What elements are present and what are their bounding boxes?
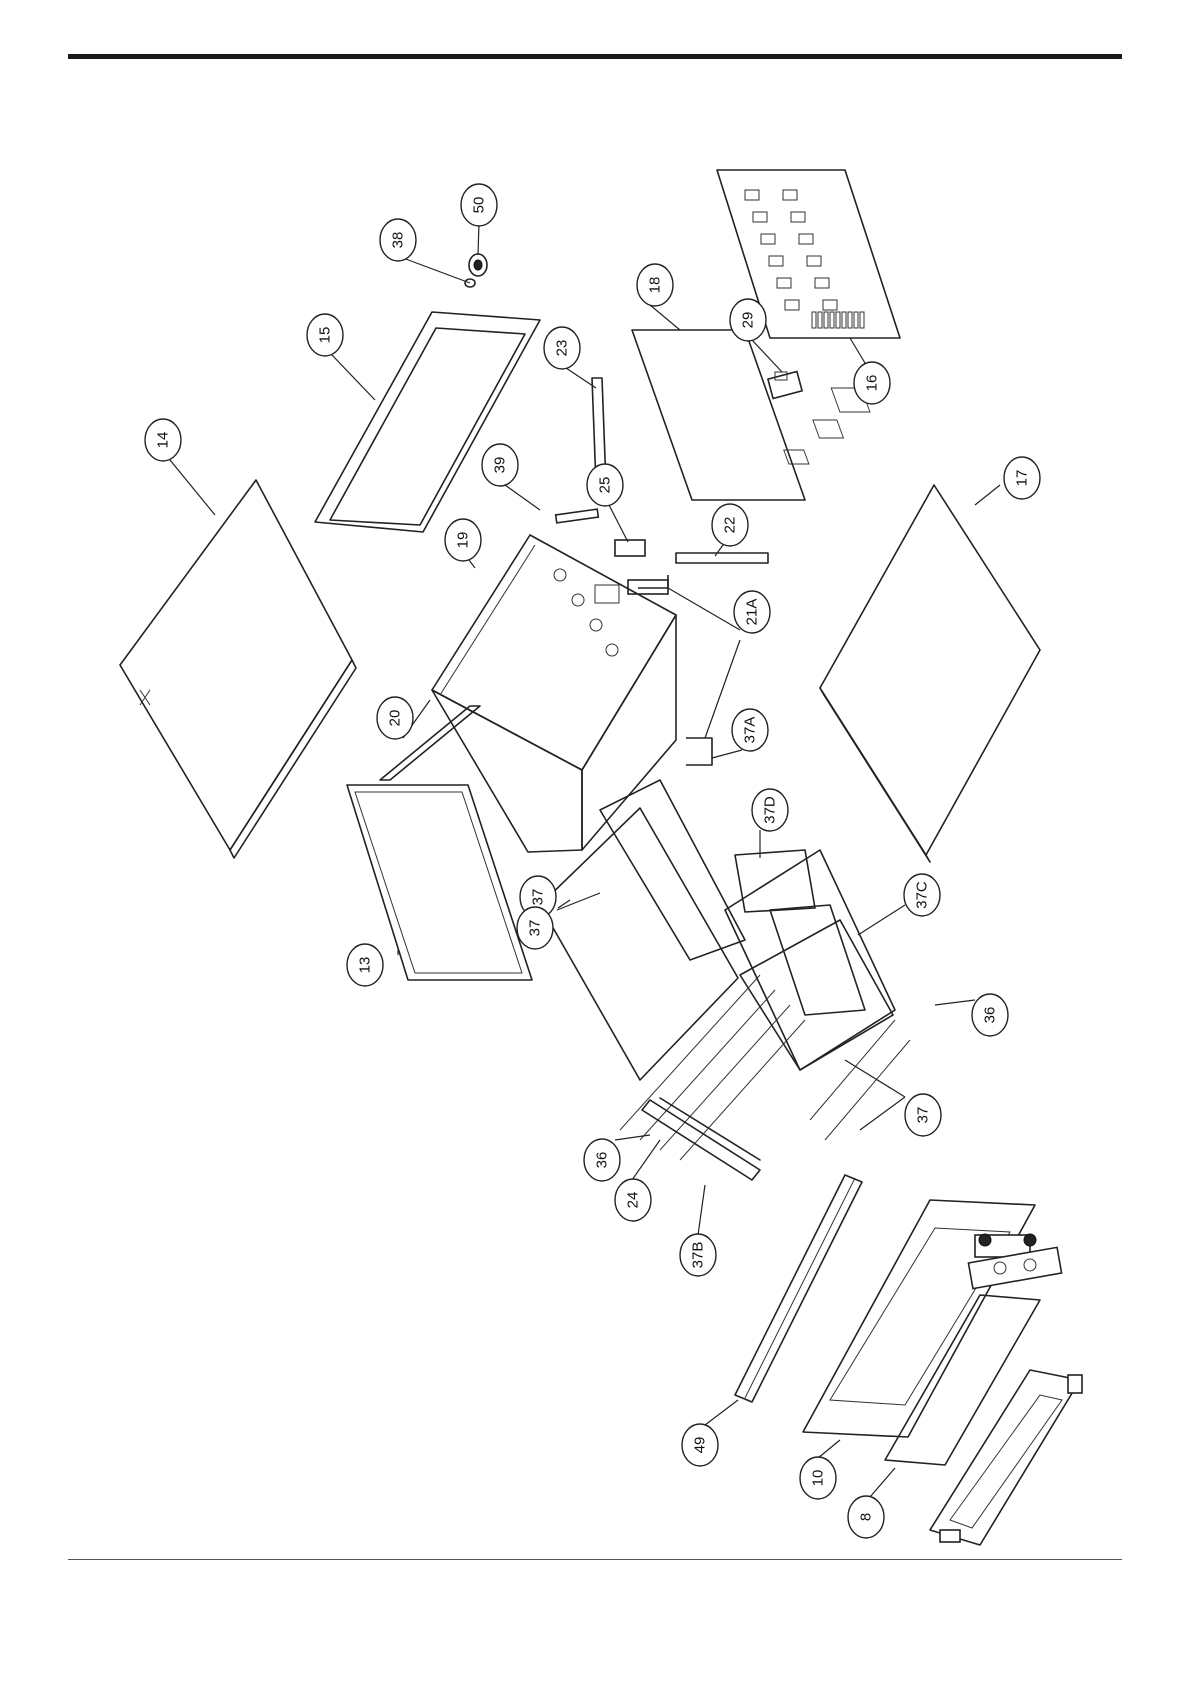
callout-22: 22 bbox=[712, 504, 748, 546]
callout-label: 37 bbox=[915, 1107, 932, 1124]
vent-slot bbox=[753, 212, 767, 222]
callout-17: 17 bbox=[1004, 457, 1040, 499]
vent-slot bbox=[785, 300, 799, 310]
part-37D-plate bbox=[735, 850, 815, 912]
vent-slot bbox=[824, 312, 828, 328]
part-37-heater-assembly bbox=[540, 780, 910, 1160]
callout-label: 14 bbox=[155, 432, 172, 449]
callout-label: 37 bbox=[527, 920, 544, 937]
vent-slot bbox=[777, 278, 791, 288]
vent-slot bbox=[860, 312, 864, 328]
callout-10: 10 bbox=[800, 1457, 836, 1499]
callout-37A: 37A bbox=[732, 709, 768, 751]
callout-label: 37 bbox=[530, 889, 547, 906]
callout-label: 16 bbox=[864, 375, 881, 392]
callout-39: 39 bbox=[482, 444, 518, 486]
vent-slot bbox=[836, 312, 840, 328]
callout-24: 24 bbox=[615, 1179, 651, 1221]
part-15-frame bbox=[315, 312, 540, 532]
vent-slot bbox=[799, 234, 813, 244]
vent-slot bbox=[818, 312, 822, 328]
callout-label: 19 bbox=[455, 532, 472, 549]
callout-label: 8 bbox=[858, 1513, 875, 1521]
vent-slot bbox=[823, 300, 837, 310]
callout-label: 21A bbox=[744, 599, 761, 626]
callout-label: 25 bbox=[597, 477, 614, 494]
vent-slot bbox=[769, 256, 783, 266]
callout-label: 37D bbox=[762, 796, 779, 824]
callout-8: 8 bbox=[848, 1496, 884, 1538]
callout-label: 29 bbox=[740, 312, 757, 329]
part-22-rail bbox=[676, 553, 768, 563]
vent-slot bbox=[854, 312, 858, 328]
callout-18: 18 bbox=[637, 264, 673, 306]
callout-label: 23 bbox=[554, 340, 571, 357]
callout-label: 49 bbox=[692, 1437, 709, 1454]
callout-37: 37 bbox=[905, 1094, 941, 1136]
callout-38: 38 bbox=[380, 219, 416, 261]
part-21A-brackets bbox=[638, 575, 712, 765]
part-8-door bbox=[885, 1295, 1082, 1545]
vent-slot bbox=[830, 312, 834, 328]
callout-16: 16 bbox=[854, 362, 890, 404]
callout-label: 50 bbox=[471, 197, 488, 214]
callout-29: 29 bbox=[730, 299, 766, 341]
part-37B-channel bbox=[642, 1098, 760, 1180]
callout-label: 36 bbox=[982, 1007, 999, 1024]
callout-23: 23 bbox=[544, 327, 580, 369]
callout-label: 38 bbox=[390, 232, 407, 249]
vent-slot bbox=[848, 312, 852, 328]
callout-37B: 37B bbox=[680, 1234, 716, 1276]
callout-21A: 21A bbox=[734, 591, 770, 633]
part-39-terminal-strip bbox=[556, 509, 599, 523]
callout-label: 17 bbox=[1014, 470, 1031, 487]
part-17-bottom-panel bbox=[820, 485, 1040, 862]
callout-36: 36 bbox=[584, 1139, 620, 1181]
callout-15: 15 bbox=[307, 314, 343, 356]
part-10-frame bbox=[803, 1200, 1062, 1437]
callout-50: 50 bbox=[461, 184, 497, 226]
callout-label: 20 bbox=[387, 710, 404, 727]
leader-lines bbox=[170, 222, 1000, 1497]
vent-slot bbox=[791, 212, 805, 222]
callout-13: 13 bbox=[347, 944, 383, 986]
vent-slot bbox=[807, 256, 821, 266]
callout-label: 37B bbox=[690, 1242, 707, 1269]
callout-label: 10 bbox=[810, 1470, 827, 1487]
callout-label: 15 bbox=[317, 327, 334, 344]
vent-slot bbox=[761, 234, 775, 244]
part-37C-plate bbox=[770, 905, 865, 1015]
callout-label: 37C bbox=[914, 881, 931, 909]
callout-25: 25 bbox=[587, 464, 623, 506]
callout-36: 36 bbox=[972, 994, 1008, 1036]
callout-37: 37 bbox=[517, 907, 553, 949]
vent-slot bbox=[812, 312, 816, 328]
vent-slot bbox=[783, 190, 797, 200]
vent-slot bbox=[842, 312, 846, 328]
callout-14: 14 bbox=[145, 419, 181, 461]
callout-label: 22 bbox=[722, 517, 739, 534]
part-29-component bbox=[768, 371, 802, 398]
callout-label: 39 bbox=[492, 457, 509, 474]
vent-slot bbox=[745, 190, 759, 200]
callout-49: 49 bbox=[682, 1424, 718, 1466]
part-14-top-panel bbox=[120, 480, 356, 858]
vent-slot bbox=[815, 278, 829, 288]
callout-label: 37A bbox=[742, 717, 759, 744]
part-49-rail bbox=[735, 1175, 862, 1402]
callout-20: 20 bbox=[377, 697, 413, 739]
callout-37D: 37D bbox=[752, 789, 788, 831]
callout-19: 19 bbox=[445, 519, 481, 561]
callout-label: 24 bbox=[625, 1192, 642, 1209]
callout-label: 36 bbox=[594, 1152, 611, 1169]
callout-37C: 37C bbox=[904, 874, 940, 916]
callout-label: 18 bbox=[647, 277, 664, 294]
callout-label: 13 bbox=[357, 957, 374, 974]
part-18-plate bbox=[632, 330, 870, 500]
